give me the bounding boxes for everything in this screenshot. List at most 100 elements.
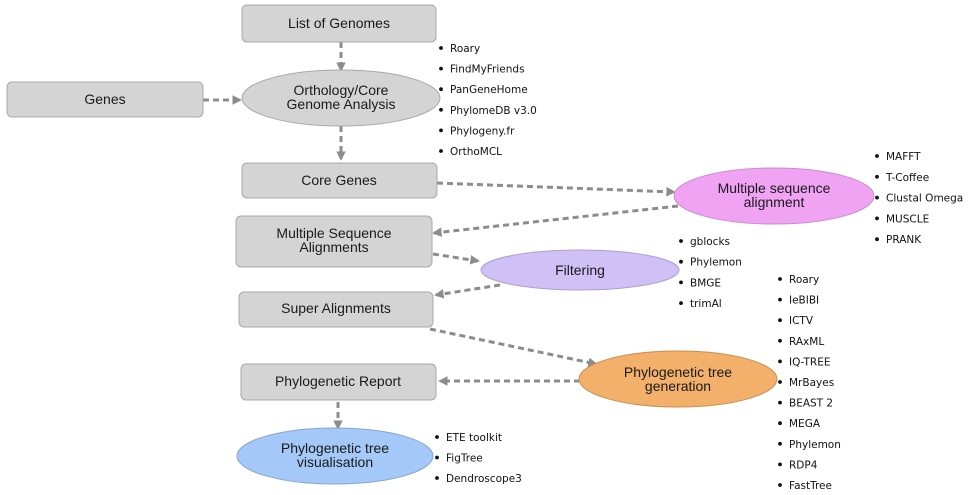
node-orthology: Orthology/Core Genome Analysis [241, 69, 441, 127]
connectors [203, 42, 679, 430]
bullet-icon [435, 435, 439, 439]
node-filtering: Filtering [480, 249, 680, 291]
visualisation-ellipse [236, 427, 434, 485]
tool-item: ETE toolkit [446, 432, 502, 444]
tool-item: FindMyFriends [450, 64, 525, 76]
bullet-icon [439, 46, 443, 50]
tool-item: Phylemon [690, 257, 742, 269]
tree-generation-ellipse [578, 350, 778, 408]
bullet-icon [778, 483, 782, 487]
tool-item: Dendroscope3 [446, 473, 522, 485]
tool-item: RDP4 [789, 459, 818, 471]
tool-item: OrthoMCL [450, 146, 502, 158]
node-multiple-sequence-alignments: Multiple Sequence Alignments [235, 215, 433, 268]
node-core-genes: Core Genes [241, 162, 438, 199]
tree-generation-label-line1: Phylogenetic tree [624, 364, 732, 380]
bullet-icon [778, 462, 782, 467]
arrow-core-genes-to-alignment [436, 181, 676, 197]
msa-box [235, 215, 433, 268]
bullet-icon [875, 154, 879, 158]
tool-item: FigTree [446, 453, 483, 465]
genes-label: Genes [84, 91, 125, 107]
tool-item: IQ-TREE [789, 356, 830, 368]
tool-item: PRANK [886, 234, 922, 246]
msa-box-label-line1: Multiple Sequence [276, 225, 391, 241]
bullet-icon [778, 421, 782, 426]
bullet-icon [778, 318, 782, 323]
tree-generation-label-line2: generation [645, 378, 711, 394]
genes-box [6, 81, 204, 118]
super-alignments-label: Super Alignments [281, 300, 391, 316]
tool-item: gblocks [690, 236, 730, 248]
node-super-alignments: Super Alignments [238, 291, 434, 328]
arrow-msa-box-to-filtering [432, 252, 480, 265]
tool-item: BEAST 2 [789, 398, 833, 410]
arrow-super-alignments-to-tree-generation [429, 327, 598, 368]
node-tree-visualisation: Phylogenetic tree visualisation [236, 427, 434, 485]
phylogenetic-report-box [240, 363, 437, 401]
bullet-icon [875, 237, 879, 242]
node-list-of-genomes: List of Genomes [241, 4, 437, 43]
tool-item: PhylomeDB v3.0 [450, 105, 537, 117]
bullet-icon [439, 87, 443, 92]
phylogenetic-report-label: Phylogenetic Report [275, 373, 401, 389]
tool-item: BMGE [690, 277, 721, 289]
tool-item: MAFFT [886, 151, 921, 163]
bullet-icon [439, 107, 443, 112]
bullet-icon [778, 441, 782, 446]
msa-box-label-line2: Alignments [299, 239, 368, 255]
arrow-filtering-to-super-alignments [434, 283, 501, 299]
list-of-genomes-label: List of Genomes [288, 15, 390, 31]
bullet-icon [435, 476, 439, 480]
node-multiple-sequence-alignment-step: Multiple sequence alignment [673, 167, 875, 225]
tool-item: RAxML [789, 336, 824, 348]
bullet-icon [778, 277, 782, 281]
node-genes: Genes [6, 81, 204, 118]
bullet-icon [778, 297, 782, 302]
bullet-icon [679, 280, 683, 285]
filtering-ellipse [480, 249, 680, 291]
bullet-icon [778, 400, 782, 405]
core-genes-label: Core Genes [301, 172, 376, 188]
tool-item: FastTree [789, 480, 832, 492]
bullet-icon [679, 259, 683, 264]
bullet-icon [679, 239, 683, 243]
core-genes-box [241, 162, 438, 199]
bullet-icon [875, 174, 879, 179]
bullet-icon [778, 359, 782, 364]
bullet-icon [875, 195, 879, 200]
orthology-label-line1: Orthology/Core [294, 82, 389, 98]
tool-item: Clustal Omega [886, 193, 963, 205]
tool-item: trimAl [690, 298, 722, 310]
node-tree-generation: Phylogenetic tree generation [578, 350, 778, 408]
tool-item: MUSCLE [886, 213, 929, 225]
bullet-icon [778, 380, 782, 384]
tree-generation-tools-list: RoaryIeBIBIICTVRAxMLIQ-TREEMrBayesBEAST … [778, 274, 841, 492]
tool-item: Roary [450, 43, 480, 55]
node-phylogenetic-report: Phylogenetic Report [240, 363, 437, 401]
bullet-icon [778, 338, 782, 343]
tool-item: IeBIBI [789, 295, 819, 307]
list-of-genomes-box [241, 4, 437, 43]
tool-item: Phylogeny.fr [450, 125, 515, 137]
tool-item: MEGA [789, 418, 821, 430]
tool-item: Phylemon [789, 439, 841, 451]
bullet-icon [439, 66, 443, 71]
tool-item: T-Coffee [885, 172, 929, 184]
visualisation-label-line2: visualisation [297, 454, 373, 470]
filtering-label: Filtering [555, 262, 605, 278]
tool-item: ICTV [789, 315, 814, 327]
arrow-alignment-to-msa-box [432, 204, 679, 237]
bullet-icon [875, 216, 879, 221]
tool-item: MrBayes [789, 377, 834, 389]
tool-item: PanGeneHome [450, 84, 528, 96]
orthology-ellipse [241, 69, 441, 127]
bullet-icon [439, 128, 443, 133]
super-alignments-box [238, 291, 434, 328]
bullet-icon [679, 301, 683, 305]
